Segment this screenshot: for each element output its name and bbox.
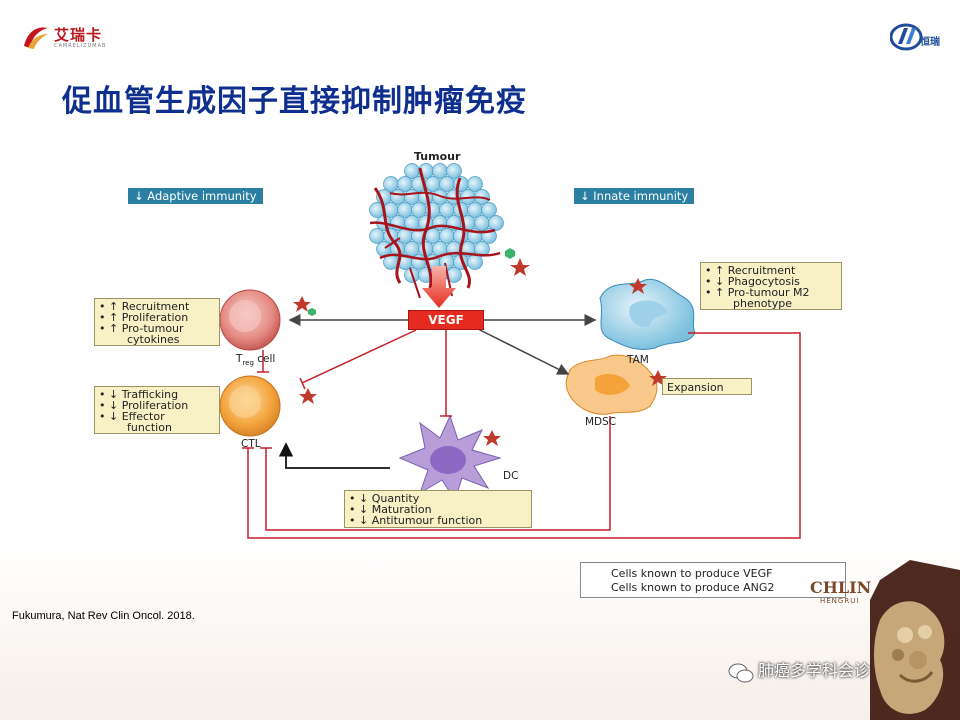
mdsc-cell [565, 354, 667, 415]
logo-left-sub: CAMRELIZUMAB [54, 43, 107, 49]
treg-label-sub: reg [242, 359, 254, 368]
dc-label: DC [503, 470, 519, 482]
tumour-cell [474, 215, 490, 231]
tumour-cell [488, 215, 504, 231]
ctl-effect-3b: function [127, 421, 172, 434]
dc-to-ctl-arrow [278, 442, 390, 469]
tumour-cell [481, 202, 497, 218]
lion-statue-image [870, 560, 960, 720]
tumour-cell [474, 241, 490, 257]
mdsc-effects-box: Expansion [662, 378, 752, 395]
wechat-icon [728, 663, 754, 683]
legend-ang2-text: Cells known to produce ANG2 [611, 581, 775, 594]
tumour-cell [397, 202, 413, 218]
clin-logo-sub: HENGRUI [820, 597, 860, 605]
dc-cell [398, 414, 502, 502]
slide-title: 促血管生成因子直接抑制肿瘤免疫 [62, 84, 527, 119]
tumour-cell [467, 176, 483, 192]
tumour-cell [411, 202, 427, 218]
figure-graphics [219, 163, 801, 595]
dc-effect-3: • ↓ Antitumour function [349, 514, 483, 527]
treg-cell [219, 289, 316, 351]
logo-right-text: 恒瑞 [920, 37, 940, 48]
treg-effect-2: • ↑ Proliferation [99, 311, 189, 324]
tumour-cell [432, 215, 448, 231]
logo-right: 恒瑞 [890, 22, 945, 52]
tumour-cell [369, 228, 385, 244]
tumour-cell [446, 163, 462, 179]
ctl-effect-2: • ↓ Proliferation [99, 399, 189, 412]
logo-left: 艾瑞卡 CAMRELIZUMAB [22, 22, 122, 52]
legend-box: Cells known to produce VEGF Cells known … [580, 562, 846, 598]
tam-effect-3b: phenotype [733, 297, 792, 310]
dc-effect-1: • ↓ Quantity [349, 492, 420, 505]
hengrui-logo-icon [890, 23, 923, 51]
inhibition-lines [242, 329, 801, 539]
legend-vegf-text: Cells known to produce VEGF [611, 567, 773, 580]
ctl-effect-1: • ↓ Trafficking [99, 388, 179, 401]
citation: Fukumura, Nat Rev Clin Oncol. 2018. [12, 610, 195, 622]
dc-effect-2: • ↓ Maturation [349, 503, 432, 516]
tumour-to-vegf-arrow [422, 266, 456, 308]
watermark-label: 肺癌多学科会诊 [758, 661, 871, 680]
tumour-cell [425, 176, 441, 192]
tumour-label: Tumour [414, 150, 461, 163]
tam-effect-3: • ↑ Pro-tumour M2 [705, 286, 810, 299]
ctl-effect-3: • ↓ Effector [99, 410, 165, 423]
watermark-text: 肺癌多学科会诊 [722, 657, 870, 681]
treg-effect-1: • ↑ Recruitment [99, 300, 190, 313]
figure: Tumour ↓ Adaptive immunity ↓ Innate immu… [90, 148, 870, 608]
innate-immunity-tag: ↓ Innate immunity [574, 188, 695, 204]
tam-effects-box: • ↑ Recruitment • ↓ Phagocytosis • ↑ Pro… [700, 262, 842, 310]
tumour-cell [397, 176, 413, 192]
tam-effect-1: • ↑ Recruitment [705, 264, 796, 277]
tumour-mass [369, 163, 530, 299]
treg-label: Treg cell [236, 353, 275, 367]
tumour-cell [467, 254, 483, 270]
tam-label: TAM [627, 354, 649, 366]
mdsc-label: MDSC [585, 416, 617, 428]
treg-effect-3b: cytokines [127, 333, 180, 346]
tumour-cell [383, 176, 399, 192]
ctl-effects-box: • ↓ Trafficking • ↓ Proliferation • ↓ Ef… [94, 386, 220, 434]
brand-swoosh-icon [24, 27, 48, 49]
tumour-cell [446, 267, 462, 283]
ctl-cell [219, 375, 317, 437]
tumour-cell [404, 189, 420, 205]
tumour-cell [390, 189, 406, 205]
treg-label-main: T [236, 353, 243, 365]
clin-logo-text: CHLIN [810, 578, 872, 597]
ctl-label: CTL [241, 438, 261, 450]
treg-label-suffix: cell [253, 353, 276, 365]
tumour-cell [439, 228, 455, 244]
vegf-label: VEGF [408, 310, 484, 330]
treg-effect-3: • ↑ Pro-tumour [99, 322, 184, 335]
logo-left-text: 艾瑞卡 [54, 26, 103, 44]
treg-effects-box: • ↑ Recruitment • ↑ Proliferation • ↑ Pr… [94, 298, 220, 346]
tam-effect-2: • ↓ Phagocytosis [705, 275, 800, 288]
tumour-cell [404, 163, 420, 179]
tumour-cell [425, 228, 441, 244]
tumour-cell [439, 202, 455, 218]
tumour-cell [432, 163, 448, 179]
tumour-cell [404, 241, 420, 257]
tam-cell [599, 278, 696, 350]
adaptive-immunity-tag: ↓ Adaptive immunity [128, 188, 263, 204]
tumour-cell [467, 202, 483, 218]
vegf-to-mdsc-arrow [475, 327, 570, 375]
tumour-cell [439, 176, 455, 192]
dc-effects-box: • ↓ Quantity • ↓ Maturation • ↓ Antitumo… [344, 490, 532, 528]
